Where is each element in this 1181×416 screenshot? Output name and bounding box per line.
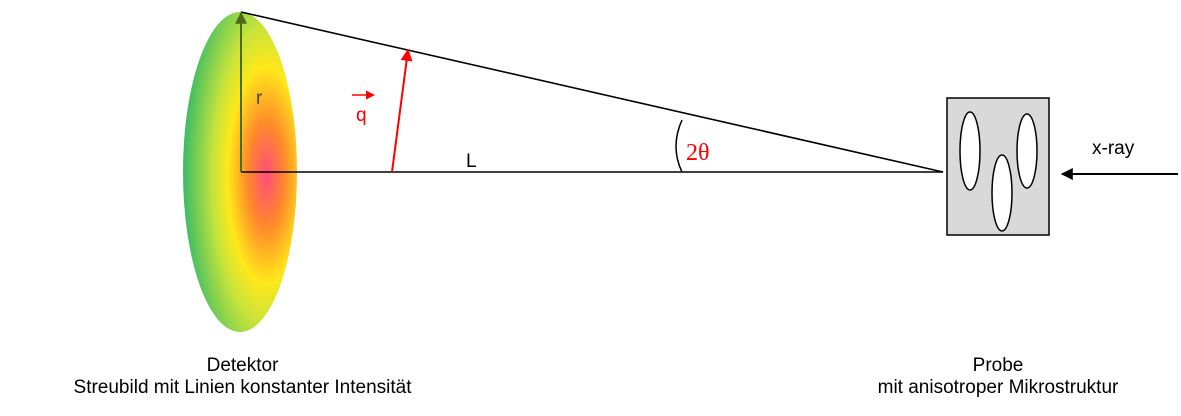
sample-particle (991, 154, 1013, 232)
scattered-beam-line (240, 11, 944, 173)
r-label: r (256, 88, 263, 109)
q-label: q (356, 105, 367, 126)
detector-title: Detektor (206, 355, 279, 376)
angle-arc (675, 119, 683, 173)
x-ray-label: x-ray (1092, 138, 1135, 159)
detector-caption: Detektor Streubild mit Linien konstanter… (0, 355, 485, 399)
sample-subtitle: mit anisotroper Mikrostruktur (877, 377, 1119, 398)
sample-title: Probe (972, 355, 1024, 376)
distance-label: L (466, 151, 477, 172)
angle-label: 2θ (686, 140, 710, 166)
detector-subtitle: Streubild mit Linien konstanter Intensit… (73, 377, 412, 398)
sample-caption: Probe mit anisotroper Mikrostruktur (815, 355, 1181, 399)
sample-particle (1016, 113, 1038, 189)
scattering-diagram: r q L 2θ x-ray (183, 11, 1178, 332)
q-vector-arrow (391, 48, 413, 173)
sample-particle (959, 111, 981, 191)
